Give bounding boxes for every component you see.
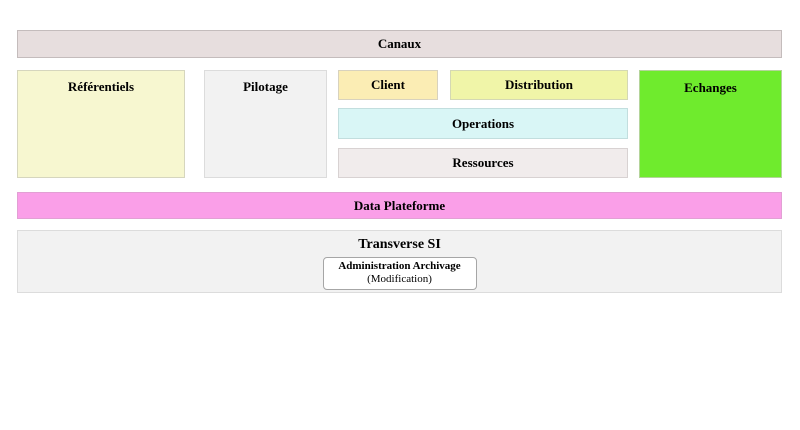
referentiels-block: Référentiels	[17, 70, 185, 178]
administration-archivage-label: Administration Archivage	[338, 260, 461, 272]
canaux-label: Canaux	[377, 36, 422, 51]
pilotage-label: Pilotage	[243, 79, 288, 94]
echanges-block: Echanges	[639, 70, 782, 178]
data-plateforme-block: Data Plateforme	[17, 192, 782, 219]
data-plateforme-label: Data Plateforme	[353, 197, 446, 213]
operations-label: Operations	[451, 115, 515, 131]
main-row: Référentiels Pilotage Client Distributio…	[17, 70, 782, 178]
client-label: Client	[371, 77, 405, 92]
client-block: Client	[338, 70, 438, 100]
client-distribution-row: Client Distribution	[338, 70, 628, 100]
pilotage-block: Pilotage	[204, 70, 327, 178]
modification-label: (Modification)	[367, 273, 432, 285]
administration-archivage-button[interactable]: Administration Archivage (Modification)	[322, 257, 477, 290]
transverse-si-label: Transverse SI	[358, 237, 441, 252]
distribution-block: Distribution	[450, 70, 628, 100]
ressources-label: Ressources	[452, 155, 514, 170]
canaux-block: Canaux	[17, 30, 782, 58]
referentiels-label: Référentiels	[67, 79, 135, 94]
transverse-si-block: Transverse SI Administration Archivage (…	[17, 230, 782, 293]
architecture-diagram: Canaux Référentiels Pilotage Client Dist…	[17, 30, 782, 293]
ressources-block: Ressources	[338, 148, 628, 178]
distribution-label: Distribution	[505, 77, 573, 92]
operations-block: Operations	[338, 108, 628, 139]
middle-column: Client Distribution Operations Ressource…	[338, 70, 628, 178]
echanges-label: Echanges	[684, 80, 737, 95]
